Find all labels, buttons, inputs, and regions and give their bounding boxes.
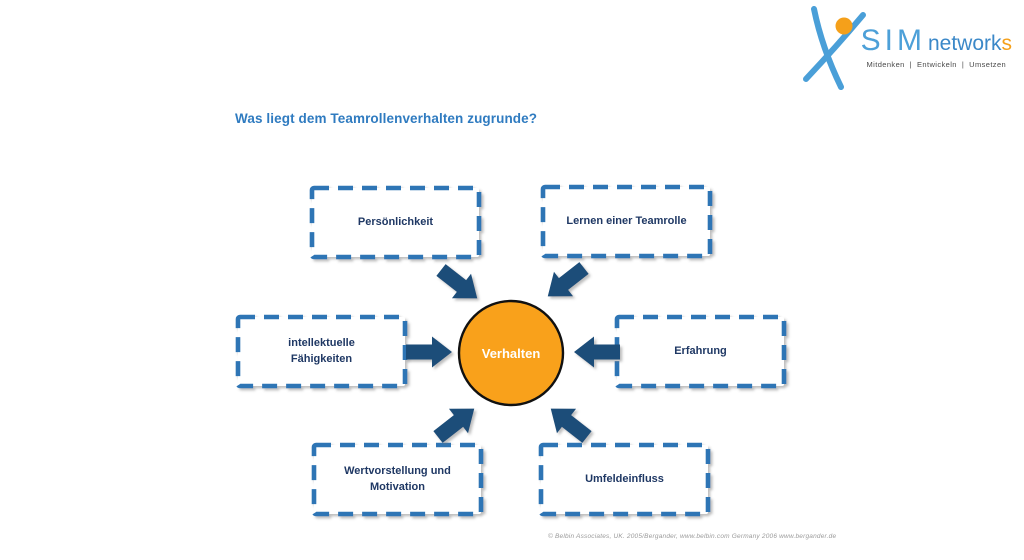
logo-text-block: SIM network s Mitdenken | Entwickeln | U… xyxy=(861,26,1012,70)
box-outline-erfahrung xyxy=(614,314,787,389)
box-outline-intellektuelle-faehigkeiten xyxy=(235,314,408,389)
arrow-topright-to-center xyxy=(547,262,589,297)
box-outline-lernen-einer-teamrolle xyxy=(540,184,713,259)
sim-networks-logo: SIM network s Mitdenken | Entwickeln | U… xyxy=(801,4,1012,90)
logo-network-text: network xyxy=(927,32,1002,55)
logo-person-icon xyxy=(802,6,866,90)
logo-tagline: Mitdenken | Entwickeln | Umsetzen xyxy=(866,60,1007,69)
logo-s-text: s xyxy=(1001,32,1013,55)
copyright-credit: © Belbin Associates, UK. 2005/Bergander,… xyxy=(548,533,837,540)
slide-title: Was liegt dem Teamrollenverhalten zugrun… xyxy=(235,111,538,126)
box-outline-wertvorstellung-motivation xyxy=(311,442,484,517)
box-outline-umfeldeinfluss xyxy=(538,442,711,517)
box-outline-persoenlichkeit xyxy=(309,185,482,260)
arrow-right-to-center xyxy=(574,336,620,368)
logo-sim-text: SIM xyxy=(860,24,926,57)
arrow-bottomright-to-center xyxy=(550,408,592,443)
logo-wordmark: SIM network s xyxy=(861,26,1012,56)
arrow-topleft-to-center xyxy=(436,264,478,299)
arrow-left-to-center xyxy=(406,336,452,368)
arrow-bottomleft-to-center xyxy=(433,408,475,443)
verhalten-circle xyxy=(457,299,565,407)
